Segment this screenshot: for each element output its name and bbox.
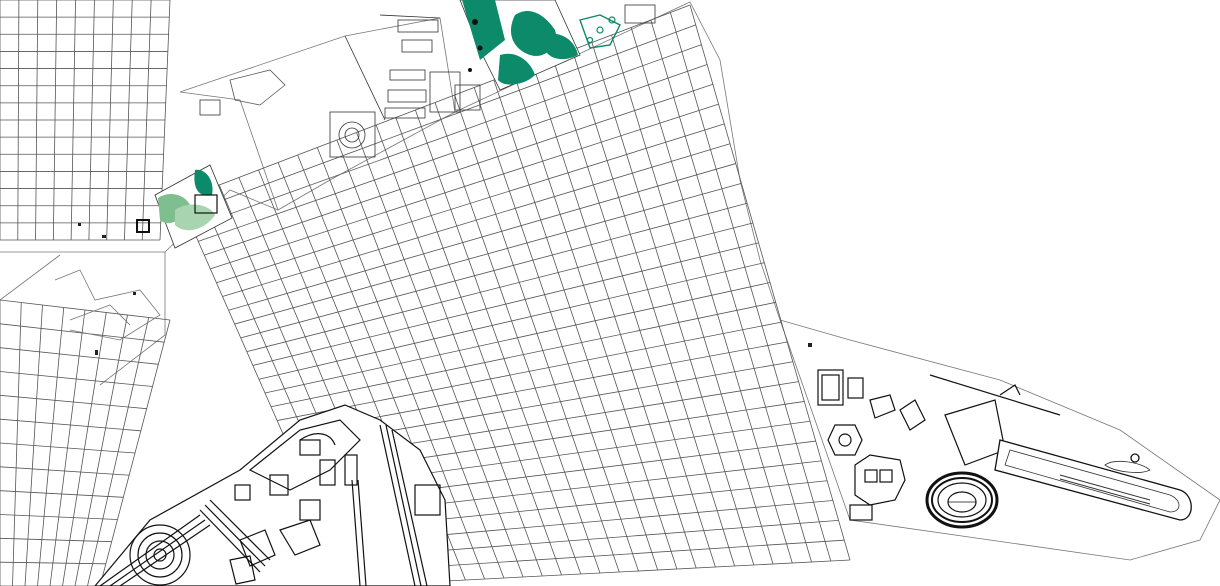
street-line bbox=[270, 301, 776, 408]
street-line bbox=[277, 321, 782, 421]
street-grid-center bbox=[179, 4, 851, 586]
street-line bbox=[0, 299, 171, 321]
street-line bbox=[264, 282, 771, 394]
street-line bbox=[246, 222, 753, 353]
street-line bbox=[228, 163, 736, 311]
street-line bbox=[0, 371, 153, 387]
street-line bbox=[252, 242, 759, 366]
street-line bbox=[179, 4, 691, 201]
east-ruins-area bbox=[817, 369, 1061, 521]
park-north bbox=[459, 0, 621, 91]
north-blocks bbox=[329, 4, 656, 158]
street-line bbox=[0, 561, 106, 565]
west-lot bbox=[54, 269, 161, 341]
street-line bbox=[0, 466, 130, 476]
arena-amphitheatre bbox=[925, 471, 999, 529]
street-line bbox=[0, 394, 147, 410]
street-line bbox=[204, 83, 713, 256]
street-line bbox=[198, 64, 708, 242]
circus-stadium-east bbox=[994, 439, 1192, 521]
street-line bbox=[0, 418, 141, 432]
street-line bbox=[185, 24, 696, 215]
street-line bbox=[216, 123, 725, 284]
street-line bbox=[192, 44, 702, 228]
street-grid-southwest bbox=[0, 299, 171, 586]
street-line bbox=[210, 103, 719, 270]
street-line bbox=[0, 490, 124, 498]
small-markers bbox=[78, 223, 812, 355]
dome-rotunda bbox=[129, 524, 191, 586]
street-grid-northwest bbox=[0, 0, 171, 241]
historic-district-southwest bbox=[94, 404, 451, 586]
street-line bbox=[258, 262, 765, 380]
street-line bbox=[0, 514, 118, 520]
street-line bbox=[0, 442, 136, 454]
street-line bbox=[0, 347, 159, 365]
park-west bbox=[136, 69, 286, 249]
street-line bbox=[0, 537, 112, 543]
street-line bbox=[222, 143, 731, 297]
street-line bbox=[240, 202, 748, 339]
street-line bbox=[234, 183, 742, 325]
street-line bbox=[0, 323, 165, 343]
